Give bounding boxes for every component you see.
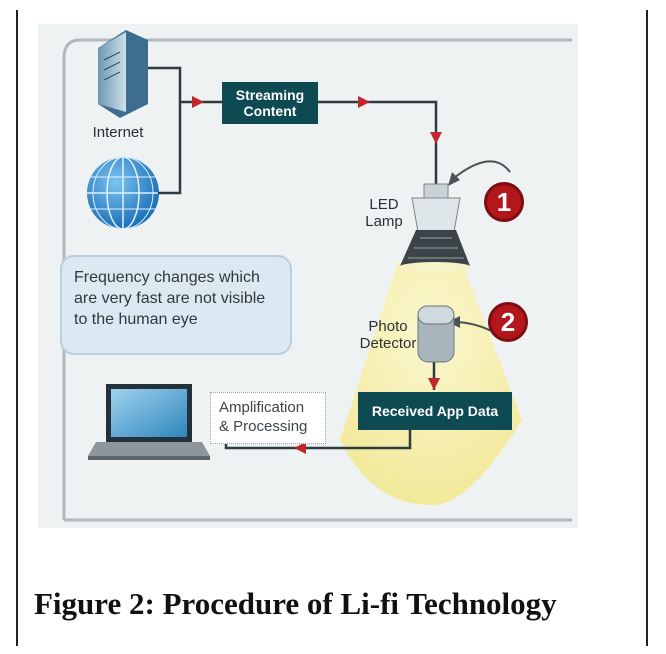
streaming-content-box: Streaming Content <box>222 82 318 124</box>
pointer-arrow-1 <box>453 160 511 179</box>
laptop-icon <box>88 384 210 460</box>
photo-detector-label: Photo Detector <box>359 318 417 352</box>
internet-label: Internet <box>92 124 144 141</box>
received-app-data-label: Received App Data <box>371 403 499 419</box>
globe-icon <box>87 156 159 230</box>
photo-detector-icon <box>417 305 455 363</box>
figure-caption: Figure 2: Procedure of Li-fi Technology <box>34 586 557 621</box>
step-badge-2: 2 <box>488 302 528 342</box>
amplification-processing-box: Amplification & Processing <box>210 392 326 444</box>
figure-frame <box>16 10 648 646</box>
pointer-arrowhead-1 <box>448 172 460 186</box>
streaming-content-label: Streaming Content <box>235 87 305 119</box>
server-icon <box>98 30 148 118</box>
outer-track-line <box>62 38 572 522</box>
step-badge-1: 1 <box>484 182 524 222</box>
led-lamp-icon <box>399 183 471 272</box>
frequency-note: Frequency changes which are very fast ar… <box>60 255 292 355</box>
led-lamp-label: LED Lamp <box>365 196 403 230</box>
received-app-data-box: Received App Data <box>358 392 512 430</box>
